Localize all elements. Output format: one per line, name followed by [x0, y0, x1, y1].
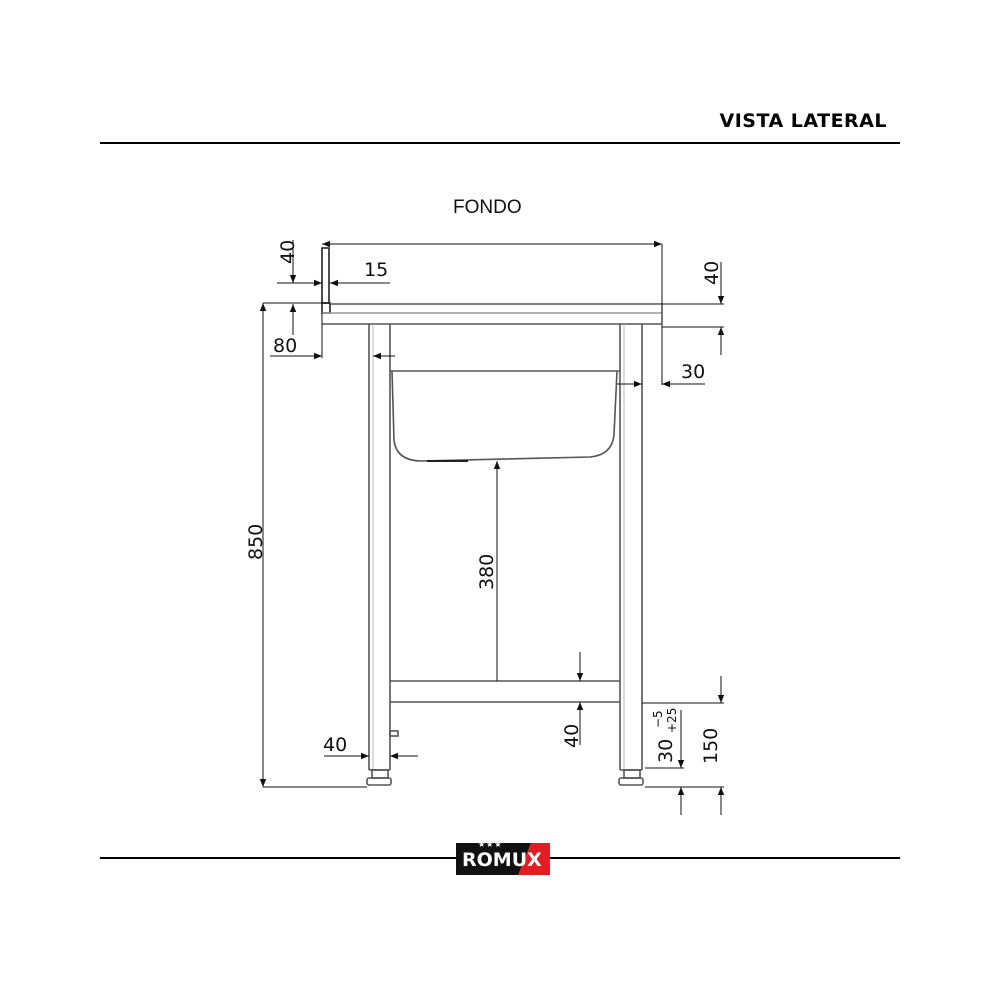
page-title: VISTA LATERAL	[719, 110, 887, 132]
svg-text:40: 40	[701, 261, 723, 285]
brand-logo: ★★★ ROMUX	[456, 840, 550, 875]
logo-stars: ★★★	[478, 840, 503, 849]
svg-text:30: 30	[681, 361, 705, 383]
svg-text:+25: +25	[665, 708, 679, 733]
svg-text:40: 40	[323, 734, 347, 756]
table-structure	[321, 247, 663, 786]
dimension-lines	[259, 240, 725, 815]
svg-text:850: 850	[245, 524, 267, 560]
header-divider	[100, 142, 900, 144]
svg-text:−5: −5	[651, 710, 665, 728]
footer-divider-right	[550, 857, 900, 859]
logo-text: ROMUX	[462, 849, 542, 871]
svg-text:80: 80	[273, 335, 297, 357]
svg-text:150: 150	[700, 728, 722, 764]
svg-text:40: 40	[561, 724, 583, 748]
svg-text:380: 380	[476, 554, 498, 590]
svg-text:15: 15	[364, 259, 388, 281]
view-label: FONDO	[453, 197, 522, 218]
footer-divider-left	[100, 857, 456, 859]
dimension-labels: 40 15 40 80 30 850 380 40 40 30 −5 +25 1…	[245, 240, 723, 764]
svg-text:40: 40	[277, 240, 299, 264]
svg-text:30: 30	[655, 739, 677, 763]
